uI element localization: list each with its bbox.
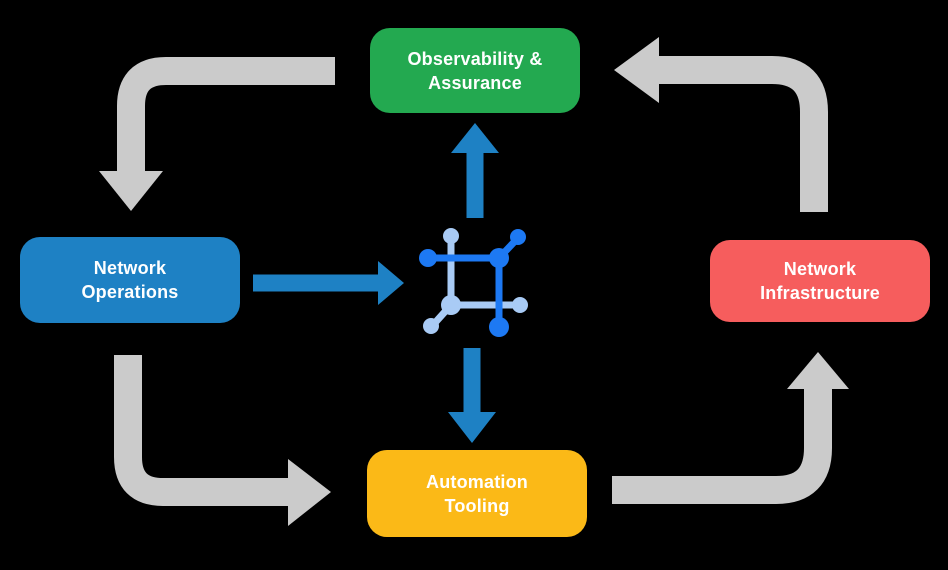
node-observability-label-line1: Observability & xyxy=(407,48,543,69)
network-mesh-icon-light-nodes xyxy=(423,228,528,334)
cycle-arrow-infrastructure-to-observability-head xyxy=(614,37,659,103)
node-observability-label-line2: Assurance xyxy=(428,72,522,93)
node-automation-label-line1: Automation xyxy=(426,471,528,492)
node-observability-assurance: Observability & Assurance xyxy=(370,28,580,113)
icon-corner-top-right xyxy=(489,248,509,268)
hub-arrow-center-to-automation-head xyxy=(448,412,496,443)
hub-arrow-operations-to-center-head xyxy=(378,261,404,305)
cycle-arrow-operations-to-automation-head xyxy=(288,459,331,526)
cycle-arrow-automation-to-infrastructure-head xyxy=(787,352,849,389)
cycle-arrow-infrastructure-to-observability-shaft xyxy=(659,56,828,212)
icon-node-left xyxy=(419,249,437,267)
node-network-operations: Network Operations xyxy=(20,237,240,323)
node-operations-label-line1: Network xyxy=(93,258,167,278)
node-network-infrastructure: Network Infrastructure xyxy=(710,240,930,322)
node-automation-label-line2: Tooling xyxy=(444,495,510,516)
icon-node-top xyxy=(443,228,459,244)
network-mesh-icon-dark-nodes xyxy=(419,229,526,337)
hub-arrow-center-to-observability-head xyxy=(451,123,499,153)
node-infrastructure-label-line2: Infrastructure xyxy=(760,283,880,303)
icon-corner-bottom-left xyxy=(441,295,461,315)
icon-node-bottom xyxy=(489,317,509,337)
node-operations-label-line2: Operations xyxy=(81,282,179,302)
network-mesh-icon xyxy=(419,228,528,337)
cycle-arrow-automation-to-infrastructure-shaft xyxy=(612,389,832,504)
icon-node-right-light xyxy=(512,297,528,313)
cycle-arrow-operations-to-automation-shaft xyxy=(114,355,288,506)
icon-node-bottom-left xyxy=(423,318,439,334)
icon-node-top-right xyxy=(510,229,526,245)
node-automation-tooling: Automation Tooling xyxy=(367,450,587,537)
cycle-arrow-observability-to-operations-shaft xyxy=(117,57,335,172)
cycle-arrow-observability-to-operations-head xyxy=(99,171,163,211)
node-infrastructure-label-line1: Network xyxy=(783,259,857,279)
